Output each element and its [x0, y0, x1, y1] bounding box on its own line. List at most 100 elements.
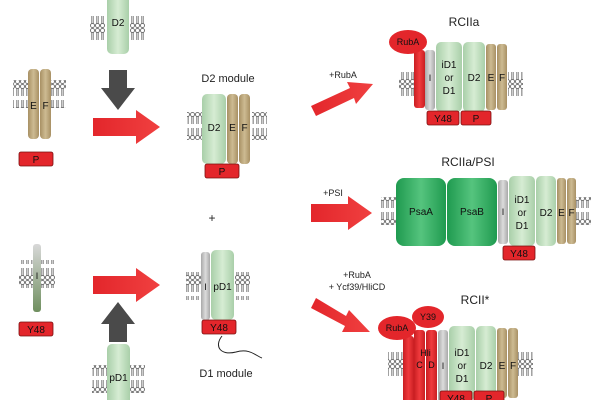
d2-label: D2: [480, 361, 493, 372]
membrane-left: [186, 272, 201, 300]
id1-shape: [436, 42, 462, 112]
subunit-e-shape: [227, 94, 238, 164]
gray-arrow-down: [101, 70, 135, 110]
subunit-f-shape: [567, 178, 576, 244]
d1-module: I pD1 Y48: [186, 250, 263, 359]
y48-label: Y48: [447, 394, 465, 400]
membrane-right: [130, 12, 145, 40]
plus-sign: +: [208, 211, 215, 225]
subunit-f-label: F: [42, 101, 48, 112]
id1-label: iD1: [454, 348, 469, 359]
d2-shape: [107, 0, 129, 54]
ruba-membrane-shape: [414, 50, 425, 108]
d2-label: D2: [208, 123, 221, 134]
ycf39-shape: [412, 306, 444, 328]
id1-shape: [449, 326, 475, 400]
rc2a-psi-title: RCIIa/PSI: [441, 155, 494, 169]
rc2a-psi-complex: PsaA PsaB I iD1 or D1 D2 E F Y48: [381, 176, 591, 261]
y39-label: Y39: [420, 312, 436, 322]
pd1-shape: [211, 250, 234, 320]
subunit-e-shape: [497, 328, 507, 398]
red-arrow-to-rc2a: [311, 82, 373, 116]
d2-label: D2: [468, 73, 481, 84]
y48-label: Y48: [510, 249, 528, 260]
step-psi-label: +PSI: [323, 188, 343, 198]
red-arrow-to-d2-module: [93, 110, 160, 144]
rc2a-title: RCIIa: [449, 15, 480, 29]
step-ruba2-label: +RubA: [343, 270, 371, 280]
subunit-e-shape: [557, 178, 566, 244]
ruba-membrane-shape: [403, 336, 414, 400]
p-box: [460, 110, 492, 126]
red-arrow-to-d1-module: [93, 268, 160, 302]
membrane-left: [381, 197, 396, 225]
subunit-e-shape: [28, 69, 39, 139]
d1-label: D1: [516, 221, 529, 232]
membrane-right: [252, 112, 267, 140]
psaa-label: PsaA: [409, 207, 433, 218]
d2-shape: [476, 326, 496, 400]
subunit-e-label: E: [499, 361, 506, 372]
i-label: I: [36, 271, 39, 281]
p-label: P: [486, 394, 493, 400]
hli-label: Hli: [420, 348, 431, 358]
d2-label: D2: [540, 208, 553, 219]
membrane-right: [576, 197, 591, 225]
subunit-e-label: E: [30, 101, 37, 112]
d2-module: D2 E F P: [187, 94, 267, 179]
d1-label: D1: [456, 374, 469, 385]
membrane-right: [235, 272, 250, 300]
rc2-star-complex: RubA Hli C D Y39 I iD1 or D1 D2 E F Y48 …: [378, 306, 533, 400]
membrane-left: [187, 112, 202, 140]
d2-shape: [463, 42, 485, 112]
membrane-right: [41, 260, 55, 288]
d2-label: D2: [112, 18, 125, 29]
ruba-label: RubA: [397, 37, 420, 47]
y48-label: Y48: [27, 325, 45, 336]
membrane-left: [92, 365, 107, 393]
psab-shape: [447, 178, 497, 246]
p-box: [204, 163, 240, 179]
subunit-f-shape: [508, 328, 518, 398]
y48-label: Y48: [210, 323, 228, 334]
i-label: I: [502, 207, 505, 217]
p-label: P: [473, 114, 480, 125]
p-box: [473, 390, 505, 400]
subunit-e-shape: [486, 44, 496, 110]
membrane-right: [130, 365, 145, 393]
step-ycf39-label: + Ycf39/HliCD: [329, 282, 386, 292]
d1-label: D1: [443, 86, 456, 97]
y48-box: [426, 110, 460, 126]
i-label: I: [204, 282, 207, 292]
hli-c-label: C: [416, 360, 423, 370]
id1-label: iD1: [441, 60, 456, 71]
membrane-right: [508, 70, 523, 98]
i-shape: [498, 180, 508, 244]
p-box: [18, 151, 54, 167]
subunit-e-label: E: [229, 123, 236, 134]
y48-box: [201, 319, 237, 335]
y48-box: [18, 321, 54, 337]
i-shape: [201, 252, 210, 320]
or-label: or: [518, 208, 528, 219]
subunit-f-shape: [40, 69, 51, 139]
or-label: or: [445, 73, 455, 84]
d2-subunit-top: D2: [90, 0, 145, 54]
ruba-head-shape: [378, 316, 416, 340]
pd1-label: pD1: [213, 282, 232, 293]
subunit-e-label: E: [488, 73, 495, 84]
i-label: I: [429, 73, 432, 83]
id1-label: iD1: [514, 195, 529, 206]
d2-shape: [536, 176, 556, 246]
rc2-star-title: RCII*: [461, 293, 490, 307]
subunit-f-label: F: [241, 123, 247, 134]
psab-label: PsaB: [460, 207, 484, 218]
step-ruba-label: +RubA: [329, 70, 357, 80]
subunit-e-label: E: [558, 208, 565, 219]
ruba-head-shape: [389, 30, 427, 54]
membrane-left: [388, 352, 403, 380]
subunit-f-label: F: [510, 361, 516, 372]
red-arrow-to-rc2-star: [311, 298, 370, 332]
subunit-f-shape: [239, 94, 250, 164]
